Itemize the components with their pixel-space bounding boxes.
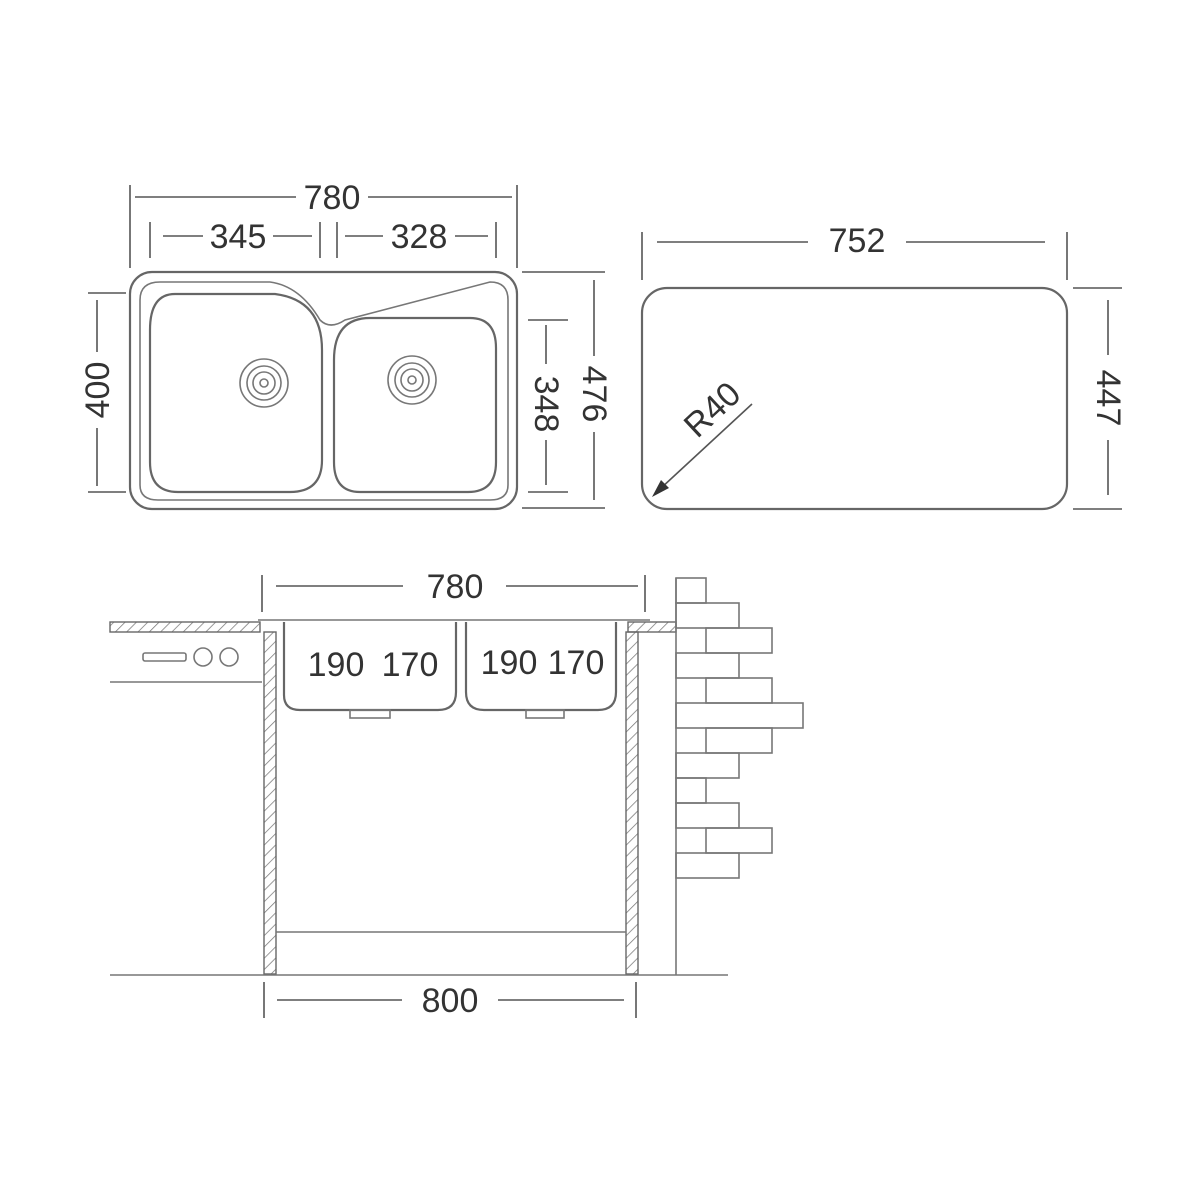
- dim-right-bowl-width: 328: [391, 218, 448, 256]
- dim-outer-depth: 476: [575, 366, 613, 423]
- dim-bowl-depth: 348: [527, 376, 565, 433]
- section-view: 780 190 170 190 170: [109, 568, 804, 1020]
- dim-section-top-width: 780: [427, 568, 484, 606]
- appliance-knob-1-icon: [193, 647, 213, 667]
- dimension-345: 345: [149, 218, 321, 258]
- countertop-right: [627, 621, 677, 633]
- left-drain-icon: [239, 358, 289, 408]
- cutout-outline: [640, 286, 1069, 511]
- dimension-328: 328: [336, 218, 497, 258]
- dimension-752: 752: [641, 222, 1068, 280]
- appliance-handle: [142, 652, 187, 662]
- dimension-780-top: 780: [129, 179, 518, 268]
- countertop-left: [109, 621, 261, 633]
- dim-left-bowl-depth-b: 170: [382, 646, 439, 684]
- right-drain-icon: [387, 355, 437, 405]
- dim-right-bowl-depth-a: 190: [481, 644, 538, 682]
- brick-wall: [675, 577, 804, 879]
- dimension-447: 447: [1073, 287, 1127, 510]
- dimension-476: 476: [522, 271, 613, 509]
- right-bowl: [332, 316, 498, 494]
- sink-inner-rim: [139, 281, 509, 501]
- cutout-view: 752 447 R40: [640, 222, 1127, 511]
- dim-cabinet-width: 800: [422, 982, 479, 1020]
- dim-cutout-depth: 447: [1089, 370, 1127, 427]
- sink-top-view: 780 345 328 400: [79, 179, 613, 511]
- dim-cutout-width: 752: [829, 222, 886, 260]
- cabinet-right-wall: [625, 631, 639, 975]
- dim-left-bowl-depth-a: 190: [308, 646, 365, 684]
- appliance-knob-2-icon: [219, 647, 239, 667]
- left-bowl: [148, 292, 324, 494]
- dimension-780-section: 780: [261, 568, 646, 612]
- right-drain-section: [525, 709, 565, 719]
- dimension-800: 800: [263, 982, 637, 1020]
- cabinet-left-wall: [263, 631, 277, 975]
- left-drain-section: [349, 709, 391, 719]
- dim-overall-depth: 400: [79, 362, 117, 419]
- dimension-348: 348: [527, 319, 568, 493]
- dim-overall-width: 780: [304, 179, 361, 217]
- dim-right-bowl-depth-b: 170: [548, 644, 605, 682]
- dim-left-bowl-width: 345: [210, 218, 267, 256]
- dimension-400: 400: [79, 292, 126, 493]
